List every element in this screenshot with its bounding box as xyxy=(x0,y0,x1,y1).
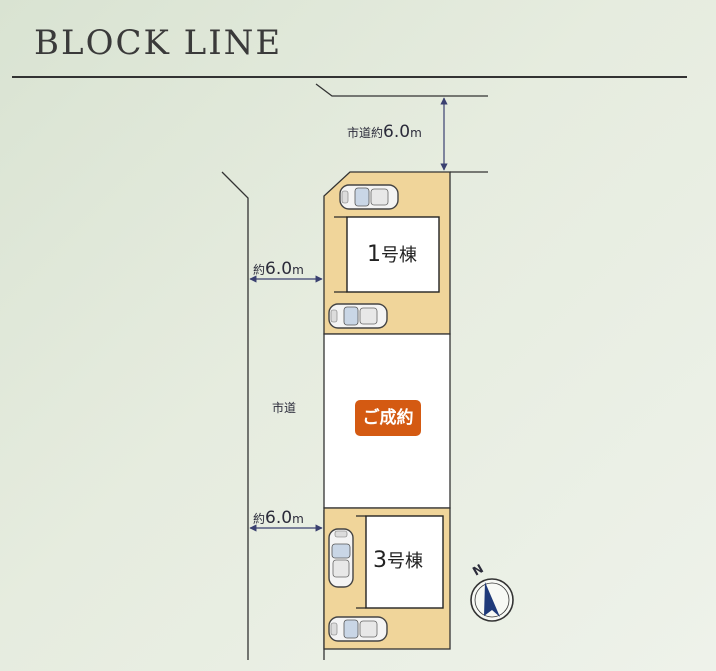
left-road-width-label: 約6.0m xyxy=(253,508,304,528)
title-underline xyxy=(12,76,687,78)
parking-car xyxy=(328,303,388,329)
parking-car xyxy=(339,184,399,210)
left-road-edge xyxy=(221,171,249,660)
top-road-edge xyxy=(315,83,488,97)
parking-car xyxy=(328,528,354,588)
building-3 xyxy=(365,515,444,609)
building-3-label: 3号棟 xyxy=(373,548,423,573)
left-road-label: 市道 xyxy=(272,401,297,415)
building-1-label: 1号棟 xyxy=(367,242,417,267)
page-title: BLOCK LINE xyxy=(34,23,283,63)
lot-1 xyxy=(323,171,451,335)
sold-badge: ご成約 xyxy=(355,400,421,436)
building-1 xyxy=(346,216,440,293)
top-road-width-label: 市道約6.0m xyxy=(347,122,422,142)
north-compass-icon xyxy=(470,578,514,622)
left-road-width-label: 約6.0m xyxy=(253,259,304,279)
parking-car xyxy=(328,616,388,642)
